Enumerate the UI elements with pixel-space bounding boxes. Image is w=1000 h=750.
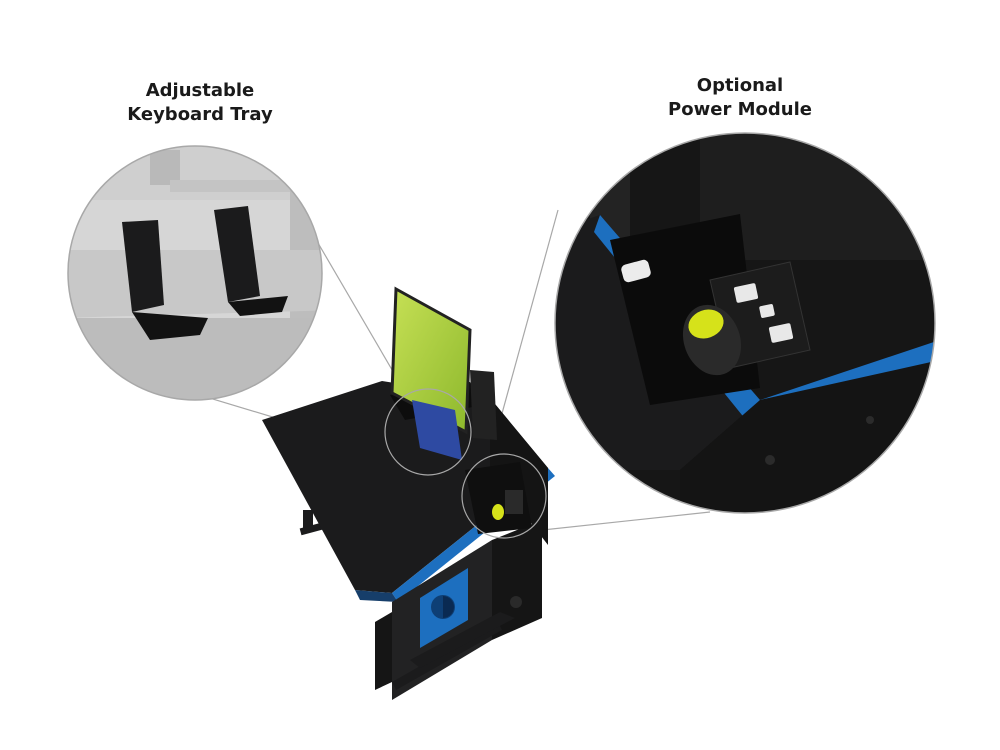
callout-right-line2: Power Module <box>668 99 812 120</box>
callout-left-line2: Keyboard Tray <box>127 104 273 125</box>
callout-label-power-module: Optional Power Module <box>640 74 840 122</box>
callout-right-line1: Optional <box>696 75 784 96</box>
zoom-circle-left <box>67 145 323 401</box>
monitor <box>390 286 472 435</box>
zoom-circle-right <box>554 132 936 514</box>
desk <box>262 286 555 700</box>
callout-left-line1: Adjustable <box>145 80 255 101</box>
keyboard <box>412 400 462 460</box>
keyboard-tray-zoom <box>68 146 322 400</box>
callout-label-keyboard-tray: Adjustable Keyboard Tray <box>100 79 300 127</box>
